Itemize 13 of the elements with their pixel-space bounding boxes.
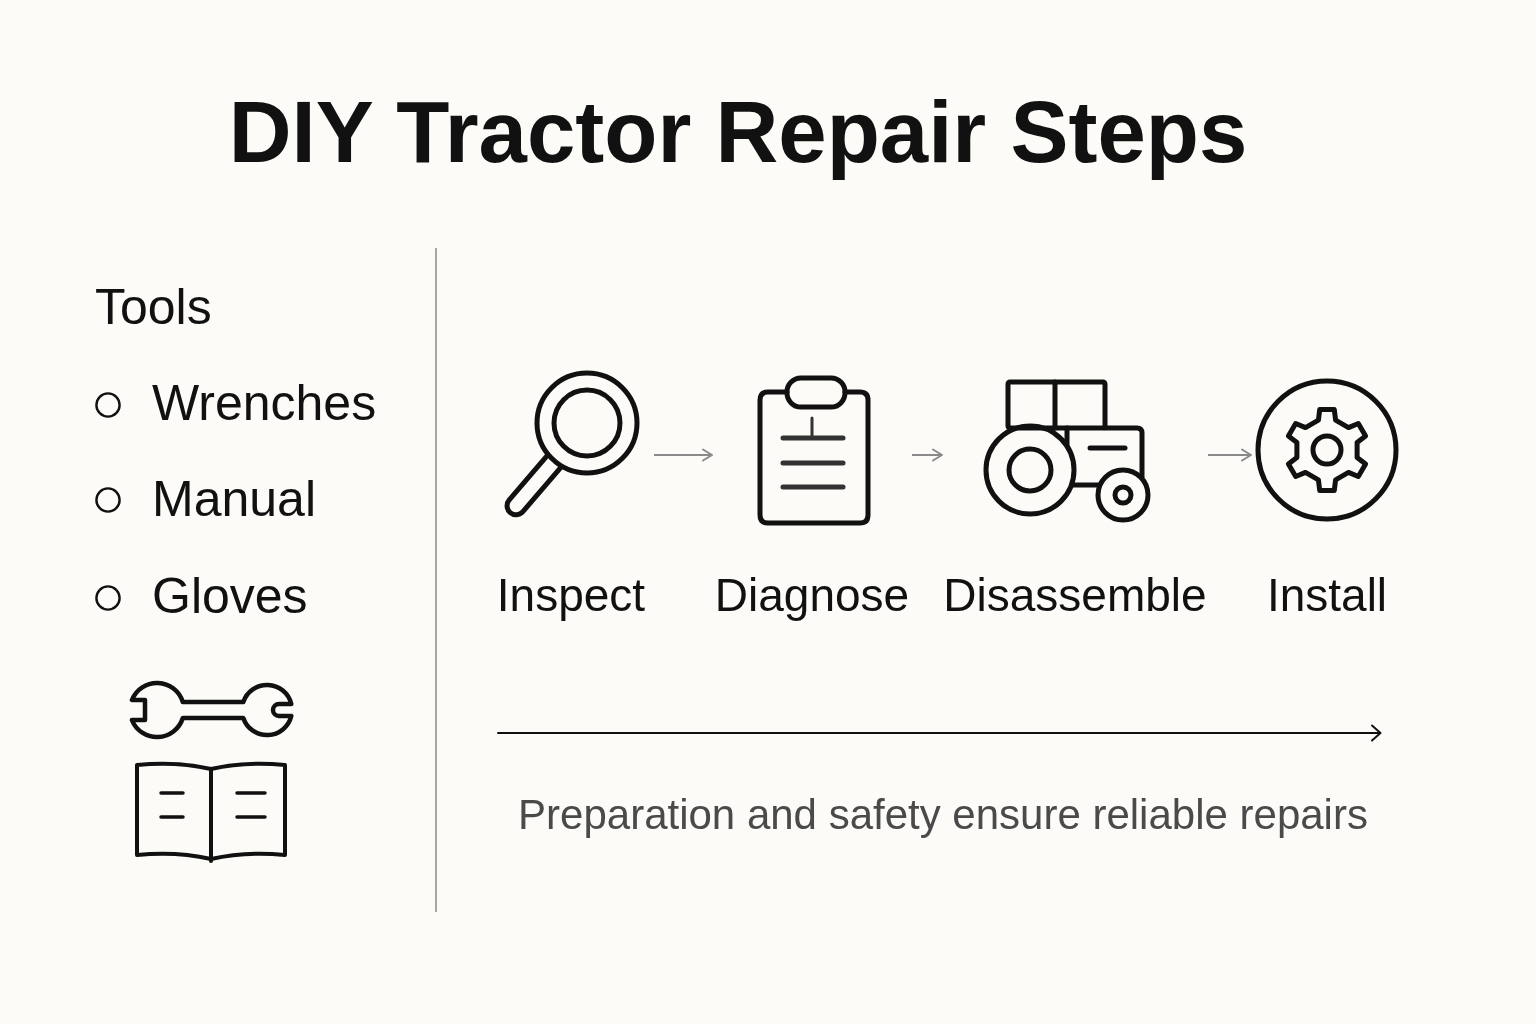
step-label: Inspect (496, 568, 646, 623)
step-label: Install (1266, 568, 1388, 623)
arrow (653, 448, 713, 462)
arrow (911, 448, 943, 462)
section-heading: Tools (95, 278, 212, 337)
list-item: Wrenches (152, 374, 377, 433)
step-label: Diagnose (714, 568, 910, 623)
title: DIY Tractor Repair Steps (228, 82, 1248, 182)
step-label: Disassemble (943, 568, 1207, 623)
list-item: Gloves (152, 567, 308, 626)
caption: Preparation and safety ensure reliable repairs (518, 790, 1368, 840)
arrow (1207, 448, 1252, 462)
list-item: Manual (152, 470, 316, 529)
